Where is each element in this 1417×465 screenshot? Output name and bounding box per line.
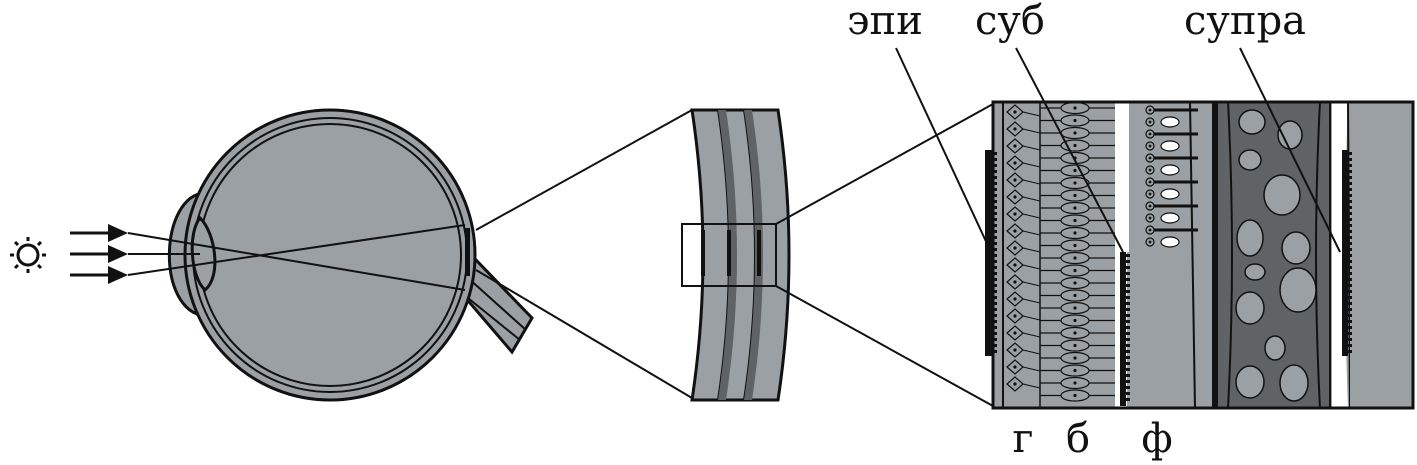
bipolar-cell [1040, 126, 1118, 140]
photoreceptor [1145, 164, 1180, 176]
bipolar-cell [1040, 364, 1118, 377]
ganglion-cell [1006, 206, 1041, 222]
bipolar-cell [1040, 351, 1118, 365]
sub-implant [1120, 252, 1130, 406]
ganglion-cell [1006, 189, 1041, 205]
photoreceptor [1145, 225, 1198, 235]
bipolar-cell [1040, 276, 1118, 290]
label-ganglion: г [1013, 416, 1034, 462]
photoreceptor [1145, 188, 1180, 200]
ganglion-cell [1006, 359, 1041, 375]
ganglion-cell [1006, 172, 1041, 188]
choroid-vessels [1235, 109, 1317, 402]
supra-implant [1342, 150, 1352, 356]
ganglion-cell [1006, 240, 1041, 256]
bipolar-cell [1040, 289, 1118, 302]
photoreceptor [1145, 212, 1180, 224]
ganglion-cell [1006, 376, 1041, 392]
photoreceptor [1145, 201, 1198, 211]
leader-lines [895, 47, 1341, 253]
ganglion-cell [1006, 342, 1041, 358]
bipolar-cell [1040, 176, 1118, 190]
bipolar-cell [1040, 102, 1118, 115]
bipolar-cell [1040, 214, 1118, 227]
bipolar-cell [1040, 326, 1118, 340]
ganglion-cell [1006, 325, 1041, 341]
label-bipolar: б [1066, 416, 1090, 462]
bipolar-cell [1040, 189, 1118, 202]
ganglion-cells [1006, 104, 1041, 392]
bipolar-cell [1040, 314, 1118, 327]
ganglion-cell [1006, 274, 1041, 290]
bipolar-cell [1040, 226, 1118, 240]
label-photoreceptor: ф [1141, 416, 1172, 462]
bipolar-cell [1040, 339, 1118, 352]
retina-section [681, 108, 791, 402]
ganglion-cell [1006, 257, 1041, 273]
sun-icon [10, 237, 46, 273]
epi-implant [985, 150, 997, 356]
bipolar-cells [1040, 102, 1118, 402]
zoom-lines-2 [775, 103, 994, 407]
bipolar-cell [1040, 251, 1118, 265]
label-supra: супра [1184, 0, 1306, 44]
bipolar-cell [1040, 264, 1118, 277]
ganglion-cell [1006, 155, 1041, 171]
bipolar-cell [1040, 376, 1118, 390]
bipolar-cell [1040, 239, 1118, 252]
label-sub: суб [975, 0, 1045, 44]
light-arrows [70, 224, 128, 284]
eyeball [127, 108, 534, 402]
zoom-box [681, 223, 777, 287]
photoreceptor [1145, 140, 1180, 152]
bipolar-cell [1040, 201, 1118, 215]
ganglion-cell [1006, 308, 1041, 324]
ganglion-cell [1006, 138, 1041, 154]
label-epi: эпи [847, 0, 923, 44]
zoom-lines-1 [475, 109, 693, 399]
photoreceptor [1145, 236, 1180, 248]
ganglion-cell [1006, 291, 1041, 307]
bipolar-cell [1040, 301, 1118, 315]
ganglion-cell [1006, 223, 1041, 239]
photoreceptor [1145, 116, 1180, 128]
ganglion-cell [1006, 104, 1041, 120]
ganglion-cell [1006, 121, 1041, 137]
bipolar-cell [1040, 389, 1118, 402]
bipolar-cell [1040, 151, 1118, 165]
